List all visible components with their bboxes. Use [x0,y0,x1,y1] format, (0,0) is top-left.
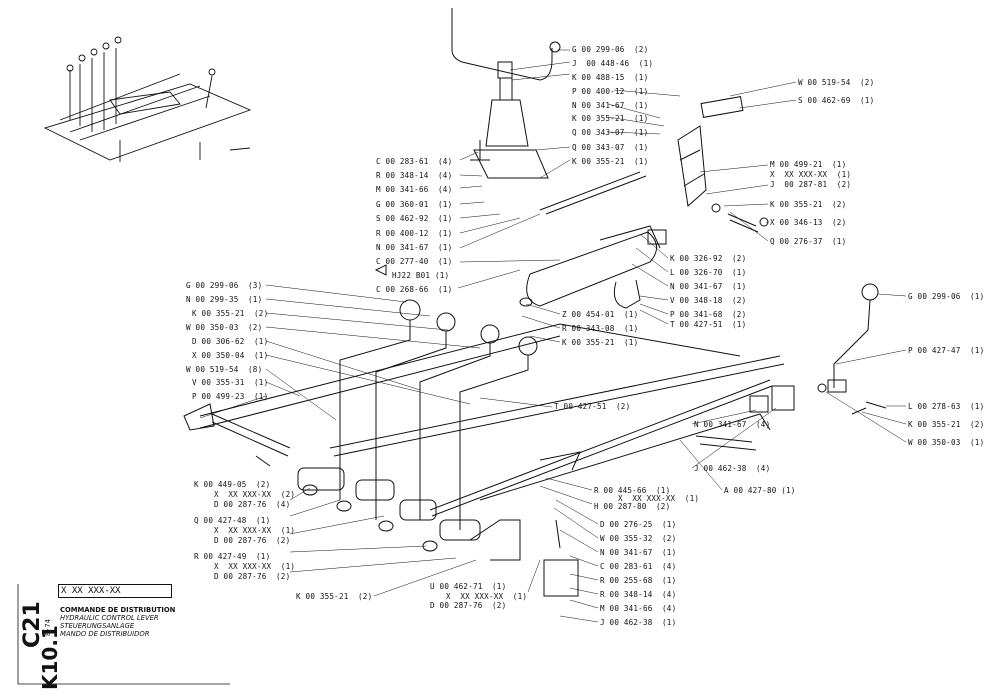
part-label: S 00 462-92 (1) [376,214,453,223]
part-label: C 00 277-40 (1) [376,257,453,266]
part-label: N 00 341-67 (1) [670,282,747,291]
lower-linkage [297,467,579,597]
part-label: Q 00 343-07 (1) [572,128,649,137]
part-label: D 00 276-25 (1) [600,520,677,529]
part-label: W 00 350-03 (1) [908,438,985,447]
assembly-thumbnail [43,36,252,162]
part-label: Z 00 454-01 (1) [562,310,639,319]
part-label: K 00 355-21 (2) [296,592,373,601]
part-label: R 00 255-68 (1) [600,576,677,585]
part-label: R 00 400-12 (1) [376,229,453,238]
part-label: X 00 346-13 (2) [770,218,847,227]
part-label: X XX XXX-XX (1) [214,526,296,535]
part-label: G 00 360-01 (1) [376,200,453,209]
reference-box: X XX XXX-XX [58,584,172,598]
part-label: A 00 427-80 (1) [724,486,796,495]
lever-group [199,299,785,530]
part-label: Q 00 427-48 (1) [194,516,271,525]
part-label: R 00 445-66 (1) [594,486,671,495]
reference-triangle-icon [374,264,387,276]
part-label: N 00 341-67 (4) [694,420,771,429]
fasteners-right [695,385,795,451]
part-label: L 00 278-63 (1) [908,402,985,411]
part-label: N 00 299-35 (1) [186,295,263,304]
part-label: W 00 350-03 (2) [186,323,263,332]
left-shaft [183,403,291,467]
part-label: X XX XXX-XX (2) [214,490,296,499]
part-label: K 00 355-21 (2) [192,309,269,318]
cylinder-assembly [519,171,667,309]
part-label: M 00 341-66 (4) [376,185,453,194]
part-label: D 00 287-76 (2) [214,536,291,545]
part-label: K 00 355-21 (1) [572,114,649,123]
part-label: G 00 299-06 (3) [186,281,263,290]
part-label: D 00 287-76 (2) [430,601,507,610]
title-block: X XX XXX-XX COMMANDE DE DISTRIBUTION HYD… [58,584,200,654]
title-block-frame [17,584,230,685]
part-label: W 00 355-32 (2) [600,534,677,543]
part-label: J 00 462-38 (4) [694,464,771,473]
part-label: X XX XXX-XX (1) [770,170,852,179]
part-label: N 00 341-67 (1) [600,548,677,557]
part-label: X 00 350-04 (1) [192,351,269,360]
part-label: C 00 283-61 (4) [600,562,677,571]
part-label: V 00 348-18 (2) [670,296,747,305]
part-label: C 00 283-61 (4) [376,157,453,166]
part-label: V 00 355-31 (1) [192,378,269,387]
part-label: Q 00 276-37 (1) [770,237,847,246]
part-label: L 00 326-70 (1) [670,268,747,277]
part-label: D 00 287-76 (2) [214,572,291,581]
leader-lines [199,49,907,623]
part-label: K 00 355-21 (2) [770,200,847,209]
part-label: R 00 343-08 (1) [562,324,639,333]
part-label: P 00 400-12 (1) [572,87,649,96]
part-label: D 00 306-62 (1) [192,337,269,346]
part-label: P 00 341-68 (2) [670,310,747,319]
part-label: J 00 287-81 (2) [770,180,852,189]
part-label: K 00 488-15 (1) [572,73,649,82]
part-label: H 00 287-80 (2) [594,502,671,511]
part-label: J 00 448-46 (1) [572,59,654,68]
part-label: K 00 326-92 (2) [670,254,747,263]
sheet-date: 8-74 [44,619,52,636]
part-label: G 00 299-06 (1) [908,292,985,301]
title-de: STEUERUNGSANLAGE [60,622,135,630]
part-label: M 00 341-66 (4) [600,604,677,613]
part-label: D 00 287-76 (4) [214,500,291,509]
part-label: K 00 355-21 (2) [908,420,985,429]
part-label: U 00 462-71 (1) [430,582,507,591]
part-label: X XX XXX-XX (1) [214,562,296,571]
part-label: X XX XXX-XX (1) [618,494,700,503]
title-en: HYDRAULIC CONTROL LEVER [60,614,159,622]
title-es: MANDO DE DISTRIBUIDOR [60,630,150,638]
part-label: K 00 355-21 (1) [562,338,639,347]
part-label: C 00 268-66 (1) [376,285,453,294]
part-label: P 00 499-23 (1) [192,392,269,401]
part-label: J 00 462-38 (1) [600,618,677,627]
part-label: S 00 462-69 (1) [798,96,875,105]
right-small-lever [817,283,887,415]
part-label: N 00 341-67 (1) [376,243,453,252]
part-label: R 00 348-14 (4) [376,171,453,180]
part-label: Q 00 343-07 (1) [572,143,649,152]
part-label: G 00 299-06 (2) [572,45,649,54]
part-label: HJ22 B01 (1) [392,271,450,280]
part-label: R 00 348-14 (4) [600,590,677,599]
part-label: P 00 427-47 (1) [908,346,985,355]
part-label: R 00 427-49 (1) [194,552,271,561]
top-lever [451,8,561,179]
part-label: W 00 519-54 (8) [186,365,263,374]
part-label: T 00 427-51 (2) [554,402,631,411]
title-fr: COMMANDE DE DISTRIBUTION [60,606,176,614]
part-label: N 00 341-67 (1) [572,101,649,110]
part-label: X XX XXX-XX (1) [446,592,528,601]
part-label: T 00 427-51 (1) [670,320,747,329]
part-label: W 00 519-54 (2) [798,78,875,87]
right-bracket [677,96,769,233]
part-label: K 00 355-21 (1) [572,157,649,166]
part-label: K 00 449-05 (2) [194,480,271,489]
part-label: M 00 499-21 (1) [770,160,847,169]
